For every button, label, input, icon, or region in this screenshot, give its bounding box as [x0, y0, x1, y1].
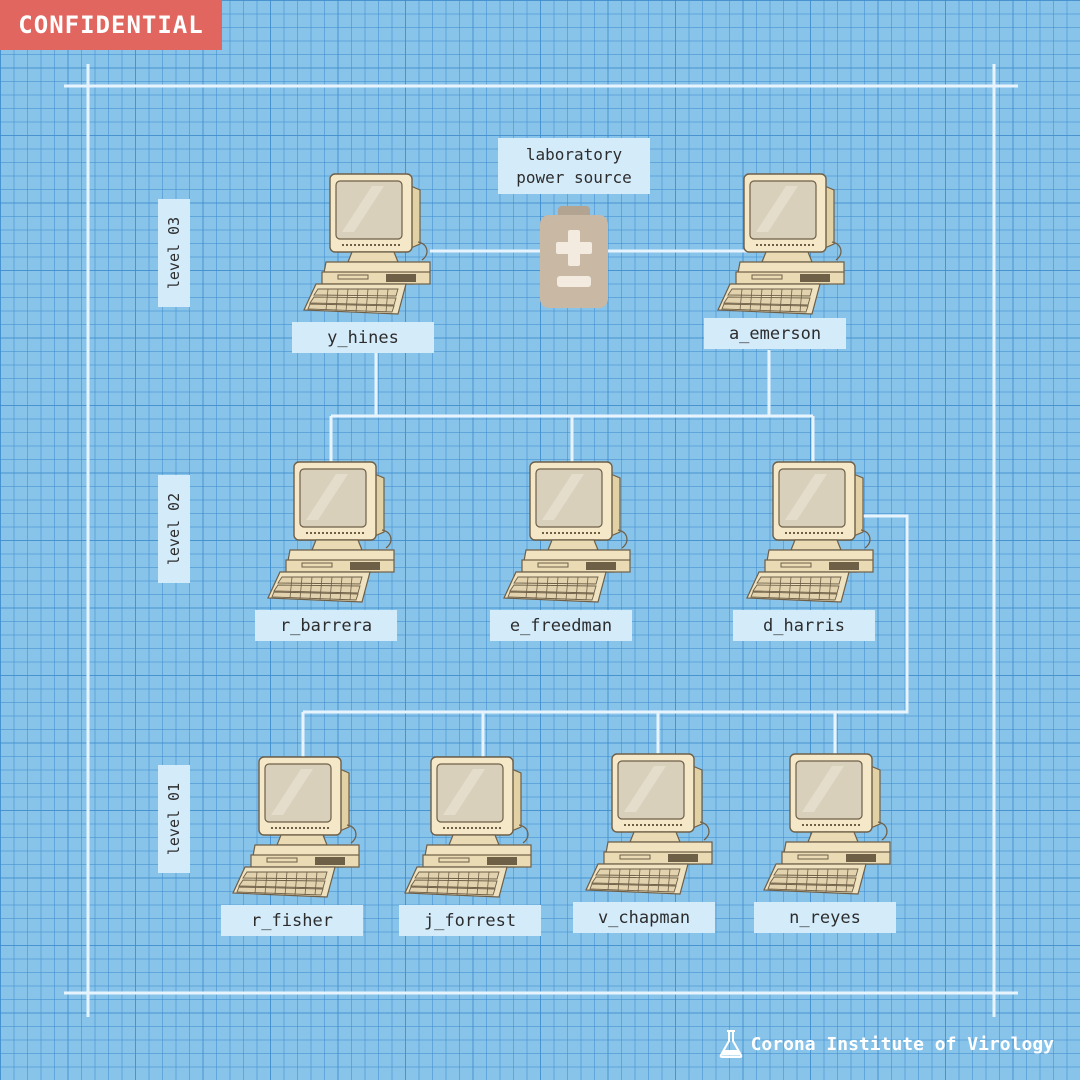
computer-icon	[266, 460, 400, 606]
frame-lines	[64, 64, 1018, 1017]
node-label-v-chapman: v_chapman	[573, 902, 715, 933]
node-label-r-barrera: r_barrera	[255, 610, 397, 641]
confidential-badge: CONFIDENTIAL	[0, 0, 222, 50]
computer-icon	[745, 460, 879, 606]
computer-icon	[302, 172, 436, 318]
computer-icon	[231, 755, 365, 901]
node-label-e-freedman: e_freedman	[490, 610, 632, 641]
level-03-label: level 03	[158, 199, 190, 307]
institute-name: Corona Institute of Virology	[750, 1033, 1054, 1055]
flask-icon	[719, 1030, 742, 1058]
computer-icon	[502, 460, 636, 606]
computer-icon	[762, 752, 896, 898]
computer-icon	[716, 172, 850, 318]
power-source-line1: laboratory	[525, 145, 623, 164]
node-label-j-forrest: j_forrest	[399, 905, 541, 936]
power-source-line2: power source	[516, 168, 632, 187]
node-label-n-reyes: n_reyes	[754, 902, 896, 933]
computer-icon	[584, 752, 718, 898]
node-label-d-harris: d_harris	[733, 610, 875, 641]
level-01-label: level 01	[158, 765, 190, 873]
node-label-r-fisher: r_fisher	[221, 905, 363, 936]
institute-footer: Corona Institute of Virology	[719, 1030, 1054, 1058]
power-source-label: laboratory power source	[498, 138, 650, 194]
computer-icon	[403, 755, 537, 901]
battery-medical-icon	[540, 206, 608, 308]
level-02-label: level 02	[158, 475, 190, 583]
node-label-y-hines: y_hines	[292, 322, 434, 353]
node-label-a-emerson: a_emerson	[704, 318, 846, 349]
